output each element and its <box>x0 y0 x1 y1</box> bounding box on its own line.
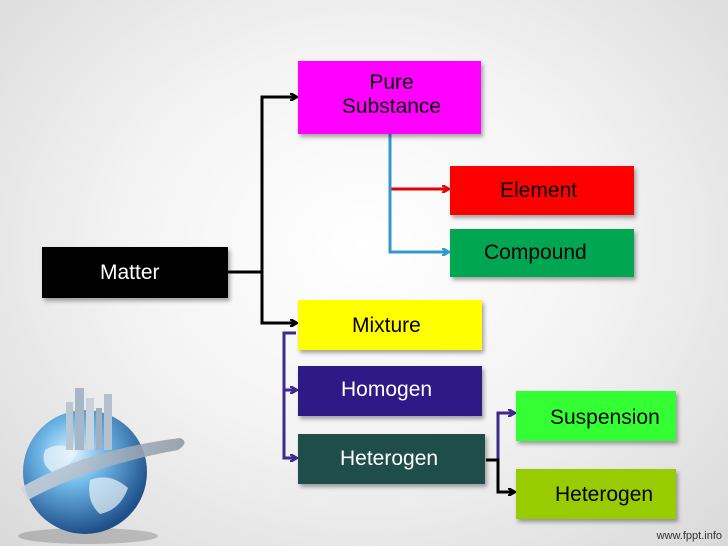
node-homogen: Homogen <box>298 366 482 416</box>
watermark-text: www.fppt.info <box>656 530 722 542</box>
arrow-heterogen-to-heterogen-sub <box>486 458 514 492</box>
arrow-mixture-to-heterogen <box>282 390 296 458</box>
node-heterogen-sub-label: Heterogen <box>555 483 654 506</box>
node-mixture: Mixture <box>298 300 482 350</box>
node-suspension-label: Suspension <box>550 406 660 429</box>
node-element-label: Element <box>500 179 578 202</box>
node-pure-substance: Pure Substance <box>298 61 481 134</box>
arrow-mixture-to-homogen <box>282 331 296 390</box>
arrow-pure-to-compound <box>388 134 448 252</box>
arrow-matter-to-mixture <box>260 272 296 323</box>
node-homogen-label: Homogen <box>341 378 433 401</box>
arrow-pure-to-element <box>388 134 448 189</box>
node-pure-substance-line2: Substance <box>341 95 442 118</box>
node-heterogen-label: Heterogen <box>340 447 439 470</box>
node-matter: Matter <box>42 247 228 298</box>
arrow-matter-to-pure-substance <box>228 97 296 274</box>
node-pure-substance-line1: Pure <box>369 71 414 94</box>
globe-logo-icon <box>18 388 185 544</box>
arrow-heterogen-to-suspension <box>486 413 514 462</box>
node-heterogen: Heterogen <box>298 434 485 484</box>
node-compound: Compound <box>450 229 634 277</box>
node-matter-label: Matter <box>100 261 160 284</box>
node-heterogen-sub: Heterogen <box>516 469 676 519</box>
node-suspension: Suspension <box>516 391 676 441</box>
node-element: Element <box>450 166 634 215</box>
node-compound-label: Compound <box>484 241 587 264</box>
node-mixture-label: Mixture <box>352 314 421 337</box>
